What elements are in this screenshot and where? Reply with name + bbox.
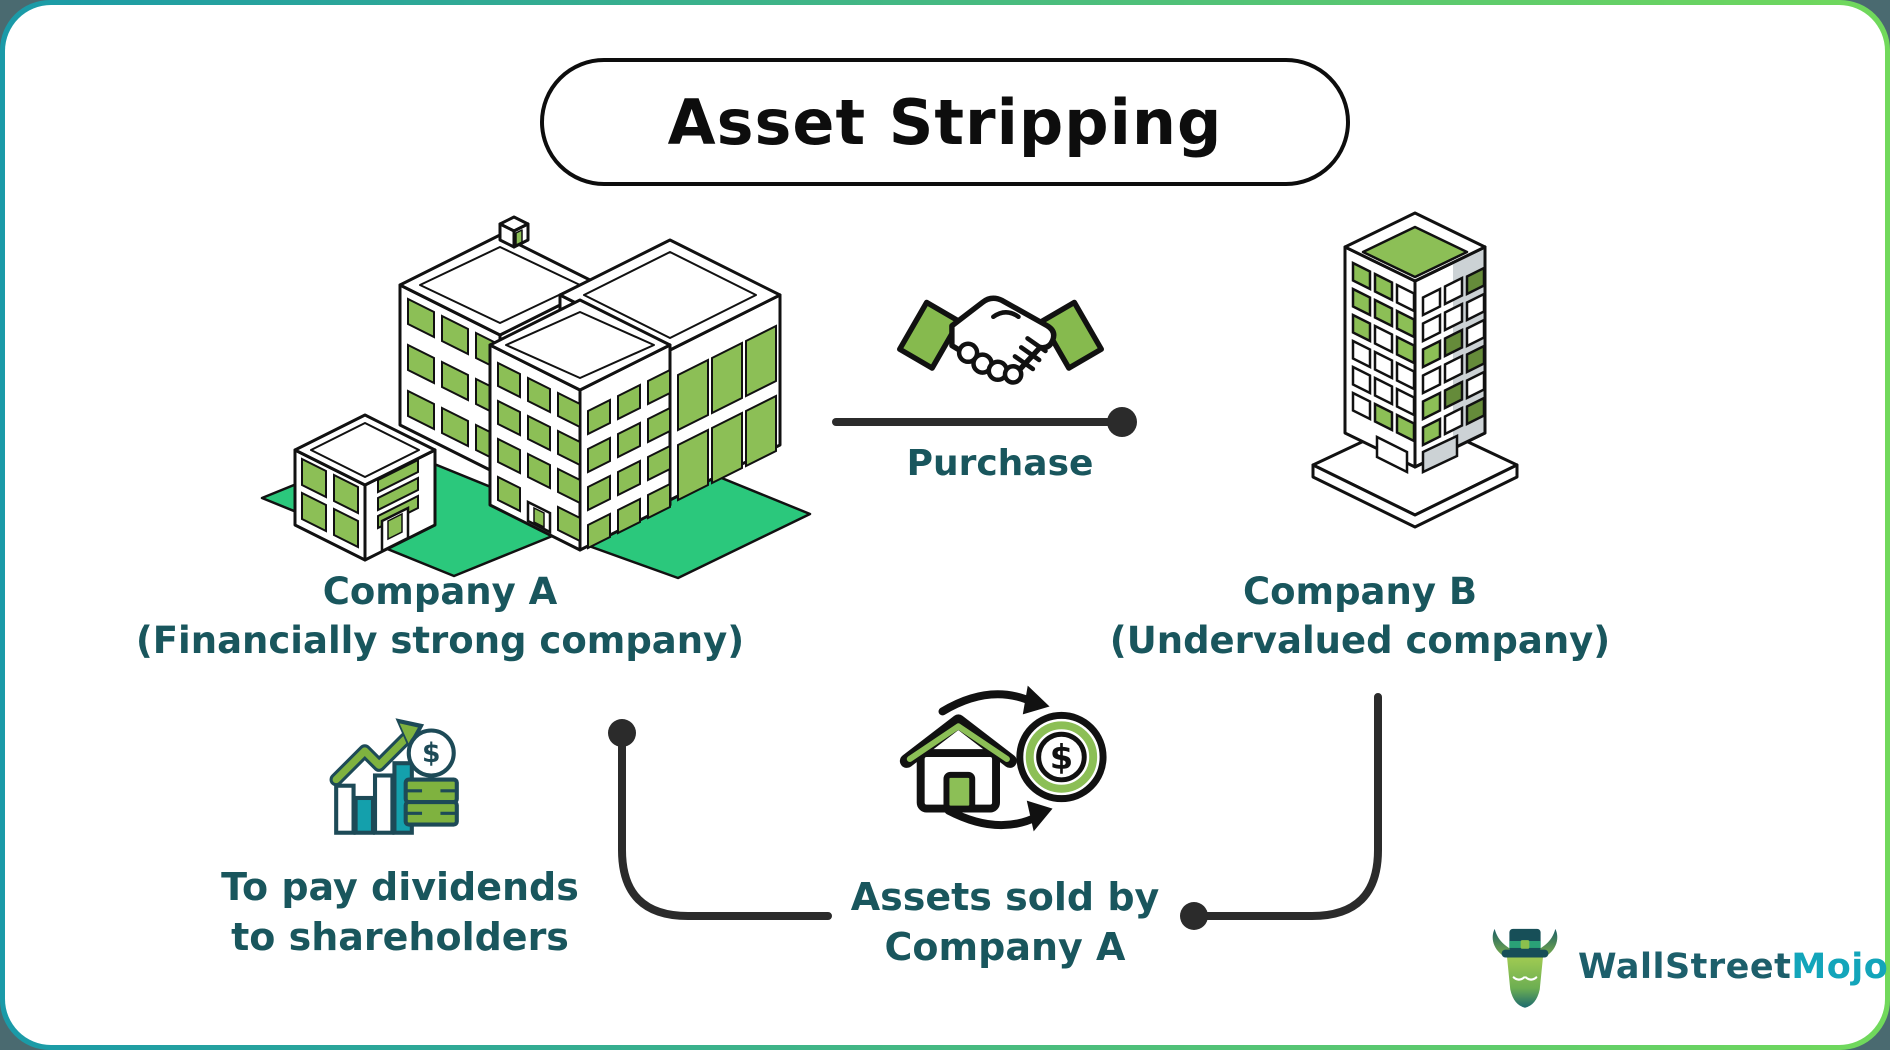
company-b-name: Company B	[1242, 570, 1478, 613]
dividends-label-line2: to shareholders	[231, 915, 569, 960]
dividends-label: To pay dividends to shareholders	[130, 862, 670, 962]
company-b-label: Company B (Undervalued company)	[1010, 568, 1710, 666]
money-stack	[403, 777, 459, 827]
company-a-label: Company A (Financially strong company)	[90, 568, 790, 666]
exchange-arrow-bottom	[944, 806, 1042, 830]
company-b-descriptor: (Undervalued company)	[1109, 618, 1611, 662]
tower-door-right	[1421, 434, 1459, 474]
tower-green-roof	[1361, 225, 1469, 279]
company-a-building-illustration	[260, 215, 812, 580]
svg-text:$: $	[1050, 738, 1073, 777]
annex-windows	[301, 458, 419, 554]
company-a-name: Company A	[322, 570, 558, 613]
purchase-label: Purchase	[906, 443, 1094, 484]
assets-sold-label: Assets sold by Company A	[795, 872, 1215, 972]
growth-arrow	[329, 718, 425, 787]
coin: $	[406, 728, 456, 778]
tower-door-left	[1375, 434, 1409, 475]
bull-icon	[1492, 928, 1558, 1008]
center-tower-windows	[497, 362, 671, 549]
assets-sold-line2: Company A	[884, 925, 1126, 970]
page-title: Asset Stripping	[667, 85, 1223, 159]
logo-wallstreet: WallStreet	[1578, 947, 1792, 987]
assets-sold-line1: Assets sold by	[850, 875, 1160, 919]
dividends-icon: $	[329, 718, 459, 835]
logo-mojo: Mojo	[1791, 947, 1889, 987]
house-glyph	[899, 714, 1017, 813]
asset-exchange-icon: $	[899, 685, 1107, 832]
logo-text: WallStreetMojo	[1578, 947, 1888, 987]
svg-text:$: $	[422, 738, 440, 769]
dividends-label-line1: To pay dividends	[221, 865, 579, 909]
company-b-building-illustration	[1311, 211, 1519, 529]
exchange-arrow-top	[938, 690, 1040, 716]
title-pill: Asset Stripping	[540, 58, 1350, 186]
dollar-coin-glyph: $	[1016, 711, 1107, 803]
company-a-descriptor: (Financially strong company)	[135, 618, 745, 662]
handshake-icon	[897, 295, 1104, 385]
wallstreetmojo-logo: WallStreetMojo	[1486, 922, 1888, 1012]
